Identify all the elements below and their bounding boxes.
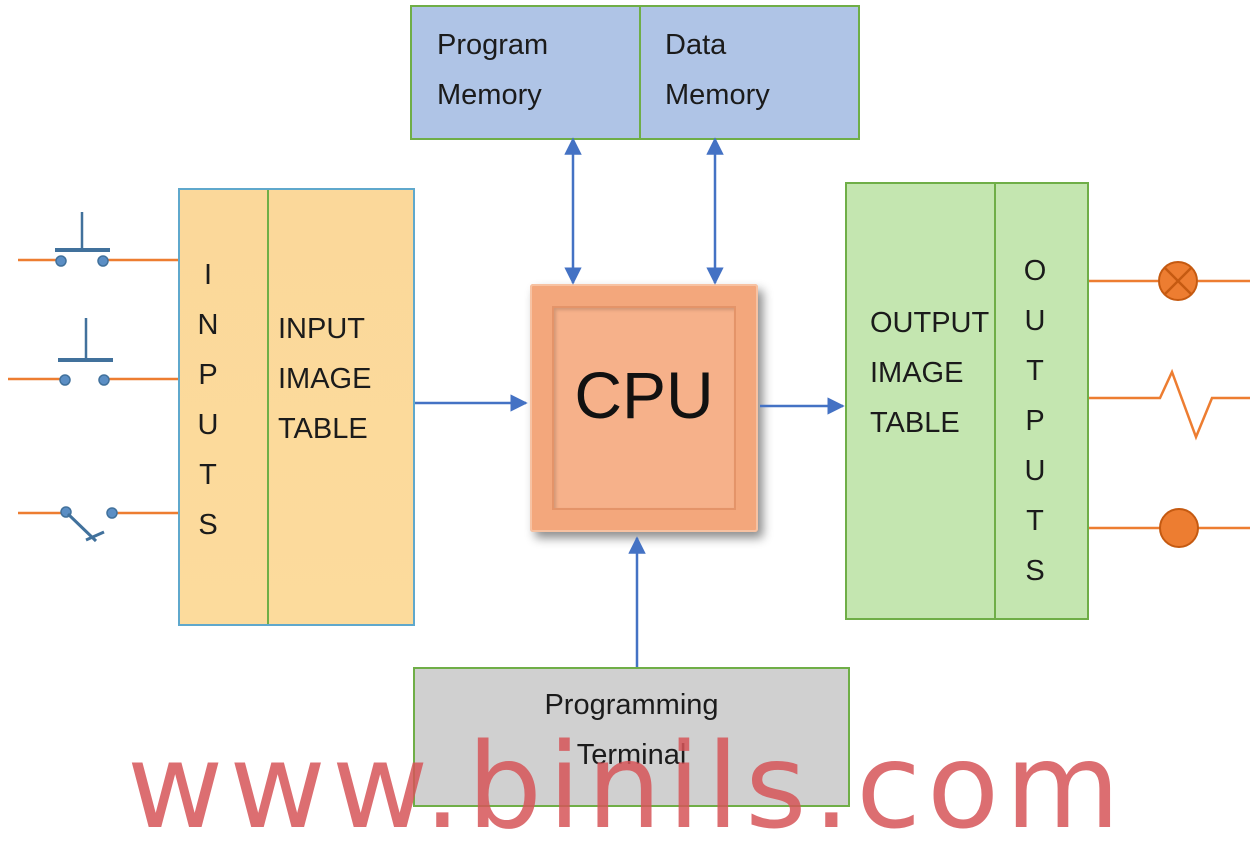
input-image-table-line: TABLE — [278, 413, 368, 445]
program-memory-line-2: Memory — [437, 79, 542, 111]
program-memory-label: Program Memory — [437, 20, 548, 120]
motor-indicator-icon — [1089, 508, 1250, 548]
outputs-letter: U — [1024, 305, 1046, 337]
outputs-letter: U — [1024, 455, 1046, 487]
output-image-table-line: TABLE — [870, 407, 960, 439]
input-divider — [267, 190, 269, 624]
outputs-vertical-label: O U T P U T S — [1015, 246, 1055, 596]
outputs-letter: T — [1026, 355, 1044, 387]
outputs-letter: O — [1023, 255, 1047, 287]
inputs-letter: P — [198, 359, 218, 391]
lamp-icon — [1089, 261, 1250, 301]
switch-open-icon — [18, 506, 178, 543]
output-divider — [994, 184, 996, 618]
outputs-letter: T — [1026, 505, 1044, 537]
inputs-letter: N — [197, 309, 219, 341]
outputs-letter: S — [1025, 555, 1045, 587]
cpu-label: CPU — [574, 358, 714, 432]
output-image-table-label: OUTPUT IMAGE TABLE — [870, 298, 989, 448]
cpu-inner-panel — [552, 306, 736, 510]
programming-terminal-block — [413, 667, 850, 807]
memory-block — [410, 5, 860, 140]
programming-terminal-line: Programming — [544, 689, 719, 721]
memory-divider — [639, 7, 641, 138]
output-image-table-line: IMAGE — [870, 357, 964, 389]
inputs-letter: U — [197, 409, 219, 441]
pushbutton-no-icon — [18, 212, 178, 267]
heater-icon — [1089, 368, 1250, 441]
input-image-table-label: INPUT IMAGE TABLE — [278, 304, 371, 454]
inputs-letter: I — [203, 259, 213, 291]
program-memory-line-1: Program — [437, 29, 549, 61]
inputs-vertical-label: I N P U T S — [188, 250, 228, 550]
output-image-table-line: OUTPUT — [870, 307, 990, 339]
output-block — [845, 182, 1089, 620]
inputs-letter: T — [199, 459, 217, 491]
programming-terminal-line: Terminal — [576, 739, 687, 771]
watermark: www.binils.com — [126, 717, 1127, 855]
cpu-block — [530, 284, 758, 532]
plc-block-diagram: Program Memory Data Memory I N P U T S I… — [8, 5, 1250, 855]
inputs-letter: S — [198, 509, 218, 541]
programming-terminal-label: Programming Terminal — [413, 680, 850, 780]
data-memory-line-2: Memory — [665, 79, 770, 111]
connectors-layer — [8, 137, 1250, 667]
data-memory-label: Data Memory — [665, 20, 770, 120]
input-block — [178, 188, 415, 626]
outputs-letter: P — [1025, 405, 1045, 437]
input-image-table-line: IMAGE — [278, 363, 372, 395]
pushbutton-nc-icon — [8, 318, 178, 386]
input-image-table-line: INPUT — [278, 313, 365, 345]
data-memory-line-1: Data — [665, 29, 727, 61]
